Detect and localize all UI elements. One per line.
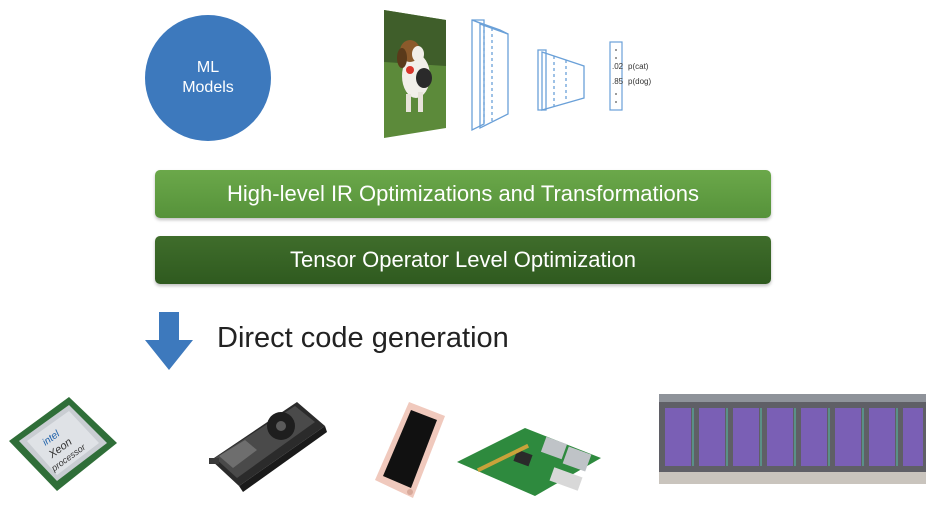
ml-models-line1: ML xyxy=(196,59,220,76)
conv-layer-1 xyxy=(471,19,509,132)
tpu-server-rack-image xyxy=(659,394,926,484)
gpu-card-image xyxy=(209,402,327,492)
direct-code-generation-label: Direct code generation xyxy=(217,322,509,354)
smartphone-image xyxy=(375,402,445,498)
high-level-ir-label: High-level IR Optimizations and Transfor… xyxy=(227,181,699,206)
tensor-operator-label: Tensor Operator Level Optimization xyxy=(289,247,637,272)
xeon-cpu-image: intel Xeon processor xyxy=(9,397,117,491)
ml-models-circle: ML Models xyxy=(145,15,271,141)
ml-models-line2: Models xyxy=(182,79,234,96)
down-arrow-icon xyxy=(145,312,193,370)
high-level-ir-bar: High-level IR Optimizations and Transfor… xyxy=(155,170,771,218)
raspberry-pi-image xyxy=(457,428,601,496)
output-vector: .02 .85 p(cat) p(dog) xyxy=(609,41,651,111)
neural-network-diagram: .02 .85 p(cat) p(dog) xyxy=(384,10,651,138)
tensor-operator-bar: Tensor Operator Level Optimization xyxy=(155,236,771,284)
prob-value-dog: .85 xyxy=(612,77,624,86)
prob-label-cat: p(cat) xyxy=(628,62,649,71)
prob-label-dog: p(dog) xyxy=(628,77,651,86)
dog-photo-image xyxy=(384,10,446,138)
prob-value-cat: .02 xyxy=(612,62,624,71)
conv-layer-2 xyxy=(537,49,585,111)
